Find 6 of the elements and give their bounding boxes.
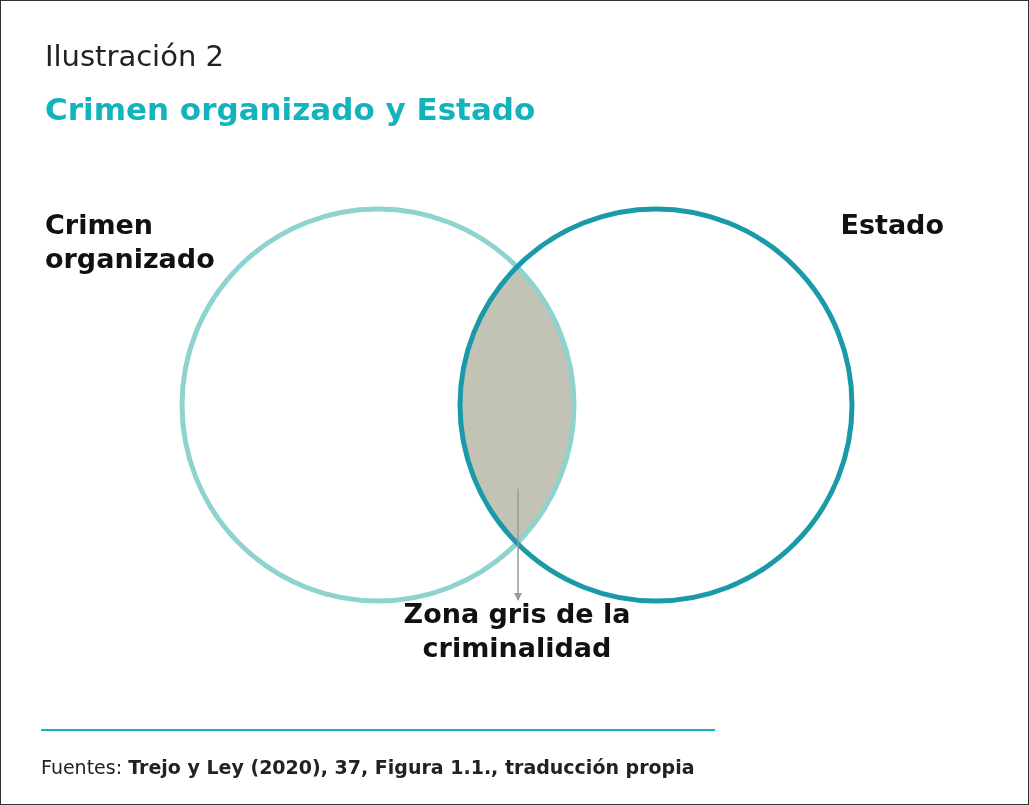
source-note: Fuentes: Trejo y Ley (2020), 37, Figura 1.1., traducción propia (41, 756, 695, 778)
diagram-title: Crimen organizado y Estado (45, 91, 536, 127)
figure-number: Ilustración 2 (45, 39, 224, 73)
circle-label: Crimen organizado (45, 208, 216, 276)
callout-label: Zona gris de la criminalidad (397, 597, 637, 665)
circle-label: Estado (840, 208, 944, 242)
